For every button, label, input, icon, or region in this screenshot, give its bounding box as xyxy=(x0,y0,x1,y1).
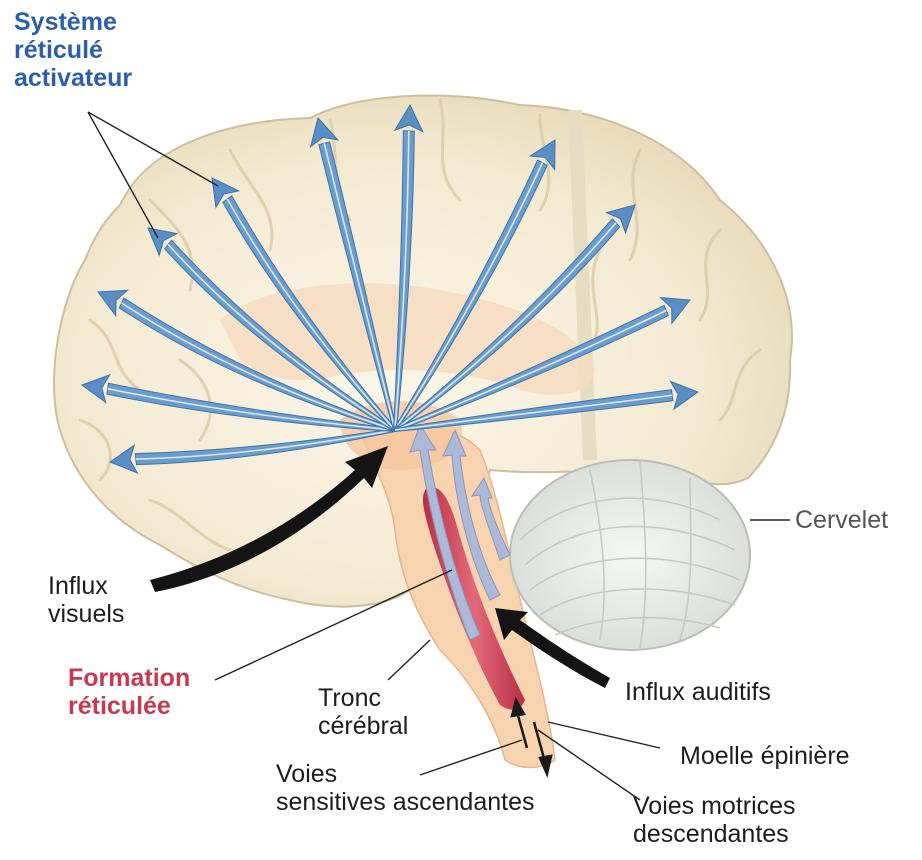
descending-pathways-label: Voies motrices descendantes xyxy=(633,792,796,848)
ascending-pathways-line-2: sensitives ascendantes xyxy=(276,788,534,816)
activating-system-line-1: Système xyxy=(14,8,132,36)
visual-input-line-1: Influx xyxy=(48,572,124,600)
brainstem-line-1: Tronc xyxy=(318,684,408,712)
descending-pathways-line-1: Voies motrices xyxy=(633,792,796,820)
reticular-formation-line-1: Formation xyxy=(68,664,190,692)
cerebellum-text: Cervelet xyxy=(795,506,888,534)
cerebellum xyxy=(510,460,750,650)
brainstem-line-2: cérébral xyxy=(318,712,408,740)
auditory-input-label: Influx auditifs xyxy=(625,678,771,706)
ascending-pathways-label: Voies sensitives ascendantes xyxy=(276,760,534,816)
visual-input-line-2: visuels xyxy=(48,600,124,628)
activating-system-line-3: activateur xyxy=(14,64,132,92)
visual-input-label: Influx visuels xyxy=(48,572,124,628)
ascending-pathways-line-1: Voies xyxy=(276,760,534,788)
cerebellum-label: Cervelet xyxy=(795,506,888,534)
descending-pathways-line-2: descendantes xyxy=(633,820,796,848)
reticular-formation-line-2: réticulée xyxy=(68,692,190,720)
spinal-cord-text: Moelle épinière xyxy=(680,742,850,770)
activating-system-line-2: réticulé xyxy=(14,36,132,64)
auditory-input-text: Influx auditifs xyxy=(625,678,771,706)
activating-system-label: Système réticulé activateur xyxy=(14,8,132,92)
reticular-formation-label: Formation réticulée xyxy=(68,664,190,720)
spinal-cord-label: Moelle épinière xyxy=(680,742,850,770)
brainstem-label: Tronc cérébral xyxy=(318,684,408,740)
